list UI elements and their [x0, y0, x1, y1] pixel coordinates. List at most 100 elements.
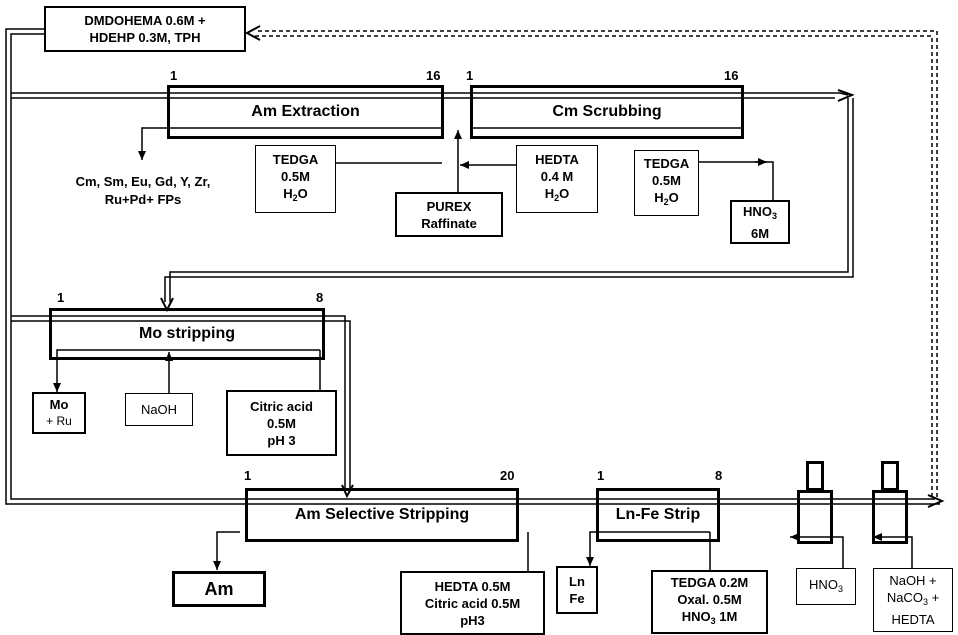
cm-scrubbing-stage-start: 1	[466, 68, 474, 83]
raffinate-products-line1: Cm, Sm, Eu, Gd, Y, Zr,	[75, 174, 211, 189]
cm-scrubbing-label: Cm Scrubbing	[552, 103, 662, 120]
tedga-2-h: H	[654, 190, 664, 205]
solvent-line1: DMDOHEMA 0.6M +	[84, 13, 206, 28]
solvent-box: DMDOHEMA 0.6M + HDEHP 0.3M, TPH	[44, 6, 246, 52]
raffinate-products-line2: Ru+Pd+ FPs	[104, 192, 182, 207]
tedga-1-h: H	[283, 186, 293, 201]
am-selective-contactor: Am Selective Stripping	[245, 488, 519, 542]
mo-ru-line1: Mo	[49, 397, 69, 412]
purex-line2: Raffinate	[421, 215, 477, 231]
hedta-1-line1: HEDTA	[535, 152, 579, 167]
hno3-wash-hno: HNO	[809, 576, 838, 592]
citric-acid-box: Citric acid 0.5M pH 3	[226, 390, 337, 456]
naoh-wash-box: NaOH + NaCO3 + HEDTA	[873, 568, 953, 632]
wash-contactor-1-body	[797, 490, 833, 544]
mo-stripping-contactor: Mo stripping	[49, 308, 325, 360]
hedta-citric-line1: HEDTA 0.5M	[434, 578, 511, 594]
ln-fe-product: Ln Fe	[556, 566, 598, 614]
tedga-1-sub: 2	[292, 193, 298, 203]
solvent-loop	[5, 28, 940, 505]
purex-raffinate-box: PUREX Raffinate	[395, 192, 503, 237]
hno3-6m-hno: HNO	[743, 203, 772, 219]
tedga-1-line3: H2O	[283, 185, 308, 207]
hno3-wash-box: HNO3	[796, 568, 856, 605]
tedga-oxal-line2: Oxal. 0.5M	[677, 592, 742, 607]
ln-fe-line2: Fe	[569, 591, 585, 606]
tedga-oxal-hno: HNO	[681, 609, 711, 624]
mo-stripping-stage-end: 8	[316, 290, 324, 305]
tedga-feed-2: TEDGA 0.5M H2O	[634, 150, 699, 216]
solvent-arrow-right	[837, 89, 855, 102]
ln-fe-stage-end: 8	[715, 468, 723, 483]
hedta-1-h: H	[544, 186, 555, 201]
cm-scrubbing-contactor: Cm Scrubbing	[470, 85, 744, 139]
hedta-citric-line3: pH3	[460, 612, 485, 628]
tedga-oxal-line1: TEDGA 0.2M	[670, 575, 749, 590]
solvent-line2: HDEHP 0.3M, TPH	[89, 30, 201, 45]
raffinate-products: Cm, Sm, Eu, Gd, Y, Zr, Ru+Pd+ FPs	[52, 173, 234, 209]
naoh-wash-sub: 3	[922, 597, 928, 607]
am-selective-stage-start: 1	[244, 468, 252, 483]
hedta-1-o: O	[559, 186, 570, 201]
bottom-outlet-arrow	[927, 494, 945, 508]
hno3-6m-line1: HNO3	[743, 203, 777, 225]
hno3-6m-line2: 6M	[750, 225, 770, 241]
tedga-2-o: O	[668, 190, 679, 205]
tedga-feed-1: TEDGA 0.5M H2O	[255, 145, 336, 213]
recycle-dashed	[255, 30, 938, 497]
am-extraction-stage-start: 1	[170, 68, 178, 83]
hedta-feed: HEDTA 0.4 M H2O	[516, 145, 598, 213]
am-product-box: Am	[172, 571, 266, 607]
hno3-6m-box: HNO3 6M	[730, 200, 790, 244]
wash-contactor-2-top	[881, 461, 899, 491]
hno3-wash-sub: 3	[837, 583, 843, 594]
hedta-1-line3: H2O	[545, 185, 570, 207]
hno3-6m-sub: 3	[771, 210, 777, 221]
ln-fe-contactor: Ln-Fe Strip	[596, 488, 720, 542]
tedga-oxal-tail: 1M	[715, 609, 738, 624]
ln-fe-stage-start: 1	[597, 468, 605, 483]
naoh-box: NaOH	[125, 393, 193, 426]
am-product-label: Am	[204, 578, 234, 599]
am-selective-stage-end: 20	[500, 468, 515, 483]
wash-contactor-1-top	[806, 461, 824, 491]
tedga-2-line3: H2O	[654, 189, 679, 211]
tedga-1-line1: TEDGA	[272, 152, 319, 167]
hedta-1-line2: 0.4 M	[540, 169, 574, 184]
ln-fe-line1: Ln	[569, 574, 585, 589]
naoh-wash-line2: NaCO3 +	[887, 589, 939, 611]
am-selective-label: Am Selective Stripping	[294, 506, 470, 523]
naoh-wash-naco: NaCO	[886, 590, 923, 605]
wash-contactor-2-body	[872, 490, 908, 544]
naoh-wash-line1: NaOH +	[889, 573, 937, 588]
mo-stripping-label: Mo stripping	[139, 325, 235, 342]
mo-ru-line2: + Ru	[46, 414, 72, 428]
hedta-citric-line2: Citric acid 0.5M	[424, 595, 521, 611]
am-extraction-contactor: Am Extraction	[167, 85, 444, 139]
purex-line1: PUREX	[426, 198, 472, 214]
mo-stripping-stage-start: 1	[57, 290, 65, 305]
tedga-oxal-box: TEDGA 0.2M Oxal. 0.5M HNO3 1M	[651, 570, 768, 634]
citric-line3: pH 3	[267, 432, 296, 448]
tedga-2-line1: TEDGA	[643, 156, 690, 171]
hedta-citric-box: HEDTA 0.5M Citric acid 0.5M pH3	[400, 571, 545, 635]
naoh-wash-plus: +	[927, 590, 940, 605]
hedta-1-sub: 2	[554, 193, 560, 203]
am-extraction-stage-end: 16	[426, 68, 441, 83]
citric-line2: 0.5M	[267, 415, 296, 431]
naoh-label: NaOH	[140, 402, 178, 417]
tedga-oxal-line3: HNO3 1M	[682, 608, 738, 630]
am-extraction-label: Am Extraction	[251, 103, 360, 120]
tedga-oxal-sub: 3	[710, 616, 716, 626]
citric-line1: Citric acid	[250, 398, 313, 414]
tedga-2-line2: 0.5M	[652, 173, 681, 188]
recycle-arrow	[244, 25, 261, 41]
ln-fe-strip-label: Ln-Fe Strip	[615, 506, 701, 523]
hno3-wash-label: HNO3	[809, 576, 843, 598]
naoh-wash-line3: HEDTA	[891, 612, 935, 627]
cm-scrubbing-stage-end: 16	[724, 68, 739, 83]
tedga-1-o: O	[297, 186, 308, 201]
tedga-1-line2: 0.5M	[281, 169, 310, 184]
tedga-2-sub: 2	[663, 197, 669, 207]
